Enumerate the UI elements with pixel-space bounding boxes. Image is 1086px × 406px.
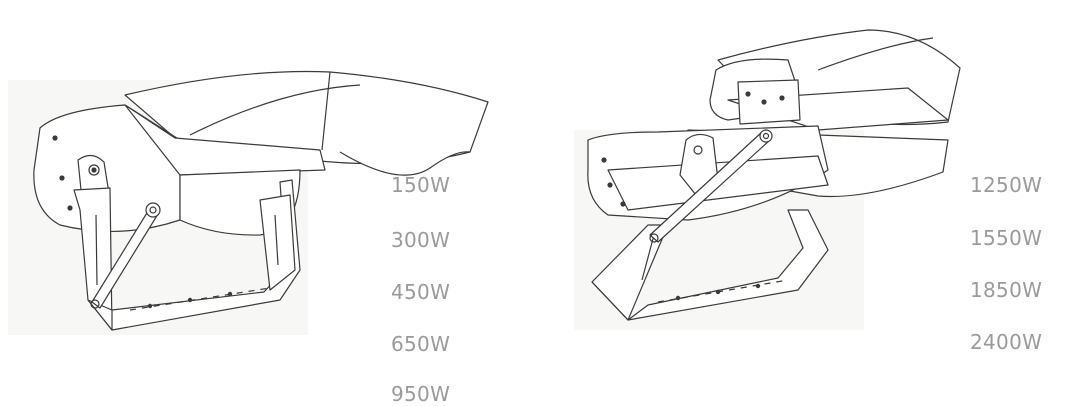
power-option-label: 1550W <box>970 226 1043 250</box>
power-option-label: 1250W <box>970 173 1043 197</box>
power-option-label: 950W <box>391 382 451 406</box>
power-option-label: 650W <box>391 332 451 356</box>
power-option-label: 1850W <box>970 278 1043 302</box>
floodlight-small-illustration <box>8 40 500 335</box>
power-option-label: 300W <box>391 228 451 252</box>
power-option-label: 2400W <box>970 330 1043 354</box>
power-option-label: 150W <box>391 173 451 197</box>
power-option-label: 450W <box>391 280 451 304</box>
floodlight-large-illustration <box>574 20 963 330</box>
